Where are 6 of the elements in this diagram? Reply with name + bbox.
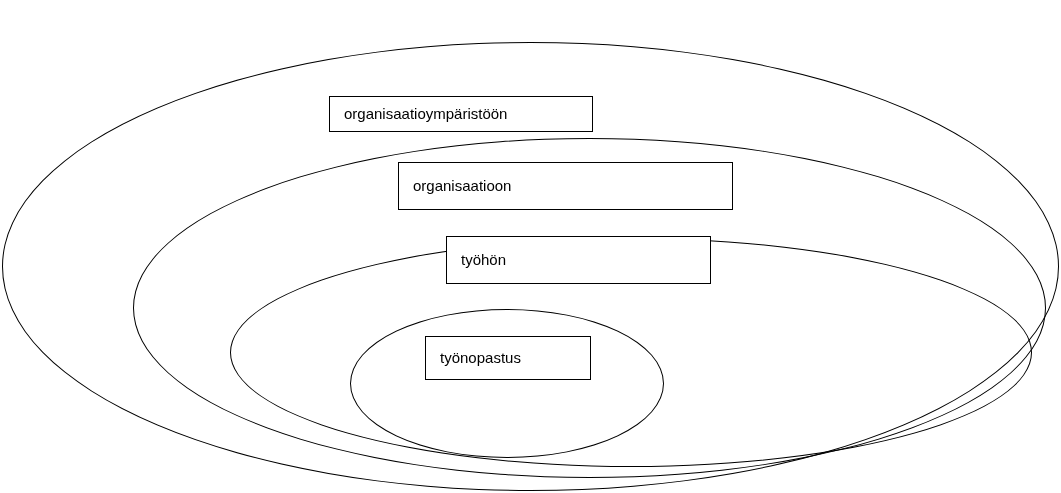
label-box: organisaatioympäristöön <box>329 96 593 132</box>
label-box: työhön <box>446 236 711 284</box>
label-box: organisaatioon <box>398 162 733 210</box>
ellipse <box>2 42 1059 491</box>
ellipse <box>230 238 1032 467</box>
label-box: työnopastus <box>425 336 591 380</box>
